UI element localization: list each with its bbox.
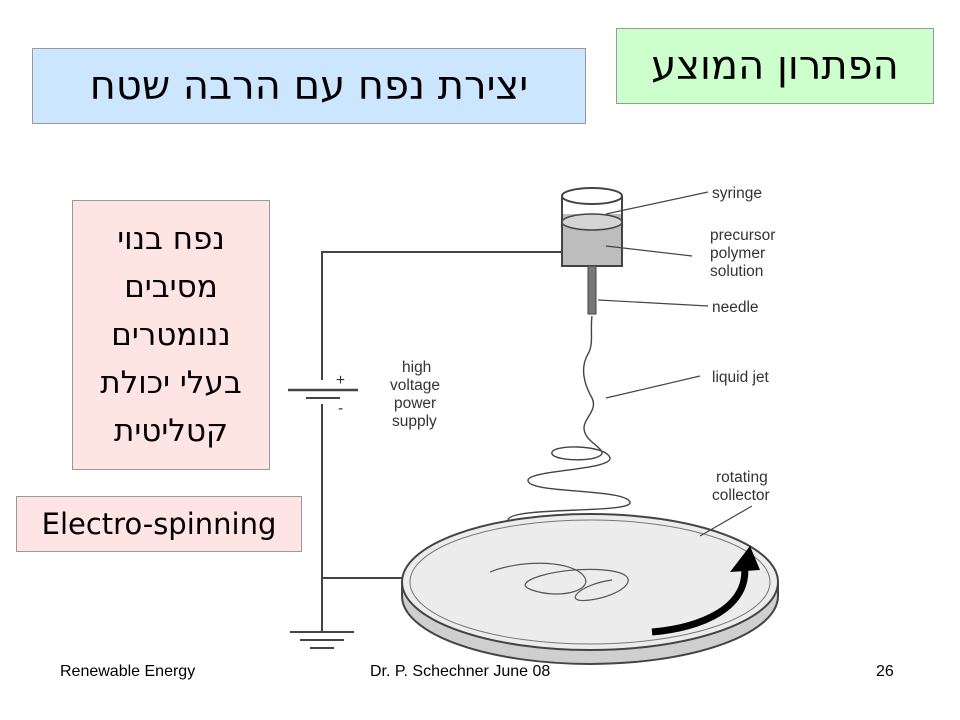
liquid-jet-label: liquid jet [712,369,770,386]
precursor-label: solution [710,263,763,280]
electrospinning-tag: Electro-spinning [16,496,302,552]
battery-plus-label: + [336,372,345,389]
slide-subtitle: יצירת נפח עם הרבה שטח [32,48,586,124]
description-box: נפח בנוי מסיבים ננומטרים בעלי יכולת קטלי… [72,200,270,470]
power-supply-label: voltage [390,377,440,394]
precursor-label: polymer [710,245,765,262]
description-line: קטליטית [113,413,229,449]
battery-minus-label: - [338,400,343,417]
needle [587,265,597,315]
footer-center: Dr. P. Schechner June 08 [370,663,551,680]
description-line: נפח בנוי [117,221,225,257]
power-supply-label: supply [392,413,437,430]
rotation-arrowhead [730,546,760,572]
precursor-label: precursor [710,227,775,244]
footer-left: Renewable Energy [60,663,196,680]
fiber-on-collector [489,562,629,602]
slide-title: הפתרון המוצע [616,28,934,104]
collector-label: collector [712,487,770,504]
needle-label: needle [712,299,759,316]
rotating-collector [401,513,779,665]
collector-label: rotating [716,469,768,486]
footer-page-number: 26 [876,663,894,680]
syringe [561,187,623,267]
rotation-arrow [651,561,749,636]
battery-symbol [288,388,358,399]
ground-symbol [290,631,354,649]
syringe-label: syringe [712,185,762,202]
leader-lines [597,191,753,537]
description-line: מסיבים [124,269,218,305]
circuit-wires [321,251,562,632]
power-supply-label: power [394,395,436,412]
description-line: ננומטרים [111,317,231,353]
description-line: בעלי יכולת [100,365,242,401]
power-supply-label: high [402,359,431,376]
